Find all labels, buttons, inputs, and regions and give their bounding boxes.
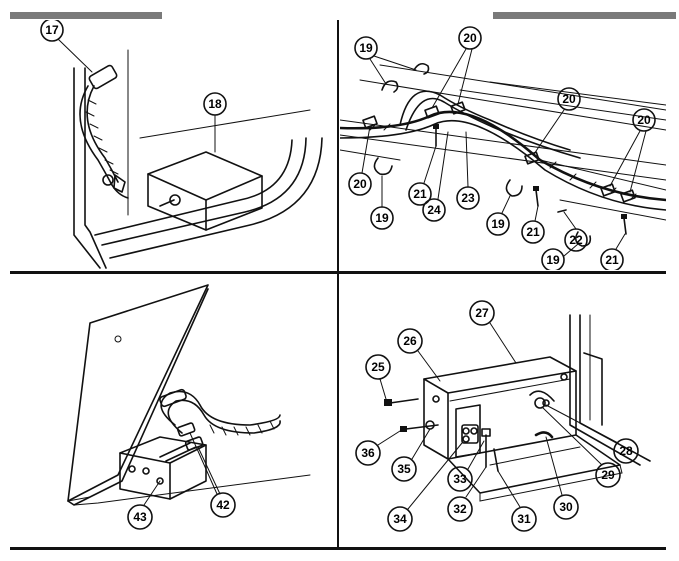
callout-circle <box>447 496 473 522</box>
callout-circle <box>557 87 581 111</box>
callout-label: 22 <box>569 233 583 247</box>
callout-circle <box>469 300 495 326</box>
callout-label: 24 <box>427 203 441 217</box>
callout-circle <box>391 456 417 482</box>
callout-circle <box>40 20 64 42</box>
callout-label: 23 <box>461 191 475 205</box>
callout-circle <box>613 438 639 464</box>
callout-label: 20 <box>562 92 576 106</box>
header-bar-left <box>10 12 162 19</box>
bracket-assembly-drawing: 25 26 27 28 29 30 31 <box>355 300 651 532</box>
horizontal-divider-middle <box>10 271 666 274</box>
panel-connector-box: 17 18 <box>10 20 335 270</box>
callout-label: 28 <box>619 444 633 458</box>
callout-label: 20 <box>463 31 477 45</box>
callout-label: 19 <box>546 253 560 267</box>
panel-harness-clamps: 19 19 19 19 20 20 20 20 <box>340 20 666 270</box>
callout-label: 36 <box>361 446 375 460</box>
connector-box-drawing: 17 18 <box>40 20 323 269</box>
callout-label: 33 <box>453 472 467 486</box>
callout-circle <box>355 440 381 466</box>
callout-circle <box>595 462 621 488</box>
header-bar-right <box>493 12 676 19</box>
callout-label: 32 <box>453 502 467 516</box>
callout-label: 30 <box>559 500 573 514</box>
callout-circle <box>541 248 565 270</box>
callout-circle <box>553 494 579 520</box>
horizontal-divider-bottom <box>10 547 666 550</box>
callout-label: 18 <box>208 97 222 111</box>
panel-bracket-assembly: 25 26 27 28 29 30 31 <box>340 275 666 545</box>
vertical-divider <box>337 20 339 547</box>
callout-circle <box>458 26 482 50</box>
callout-label: 25 <box>371 360 385 374</box>
callout-circle <box>521 220 545 244</box>
callout-label: 19 <box>491 217 505 231</box>
callout-label: 20 <box>353 177 367 191</box>
callout-label: 17 <box>45 23 59 37</box>
callout-label: 26 <box>403 334 417 348</box>
plug-bracket-drawing: 42 43 <box>67 284 311 530</box>
callout-label: 20 <box>637 113 651 127</box>
callout-label: 21 <box>526 225 540 239</box>
callout-circle <box>210 492 236 518</box>
callout-circle <box>354 36 378 60</box>
harness-clamps-drawing: 19 19 19 19 20 20 20 20 <box>340 26 666 270</box>
callout-circle <box>632 108 656 132</box>
callout-label: 35 <box>397 462 411 476</box>
callout-circle <box>127 504 153 530</box>
callout-label: 27 <box>475 306 489 320</box>
callout-circle <box>365 354 391 380</box>
callout-circle <box>397 328 423 354</box>
callout-label: 42 <box>216 498 230 512</box>
callout-label: 21 <box>413 187 427 201</box>
callout-circle <box>600 248 624 270</box>
callout-label: 19 <box>375 211 389 225</box>
callout-label: 31 <box>517 512 531 526</box>
callout-label: 21 <box>605 253 619 267</box>
callout-circle <box>348 172 372 196</box>
callout-circle <box>408 182 432 206</box>
callout-label: 19 <box>359 41 373 55</box>
callout-circle <box>422 198 446 222</box>
callout-label: 34 <box>393 512 407 526</box>
panel-plug-bracket: 42 43 <box>10 275 335 545</box>
callout-circle <box>486 212 510 236</box>
callout-label: 43 <box>133 510 147 524</box>
callout-label: 29 <box>601 468 615 482</box>
callout-circle <box>387 506 413 532</box>
callout-circle <box>447 466 473 492</box>
callout-circle <box>511 506 537 532</box>
